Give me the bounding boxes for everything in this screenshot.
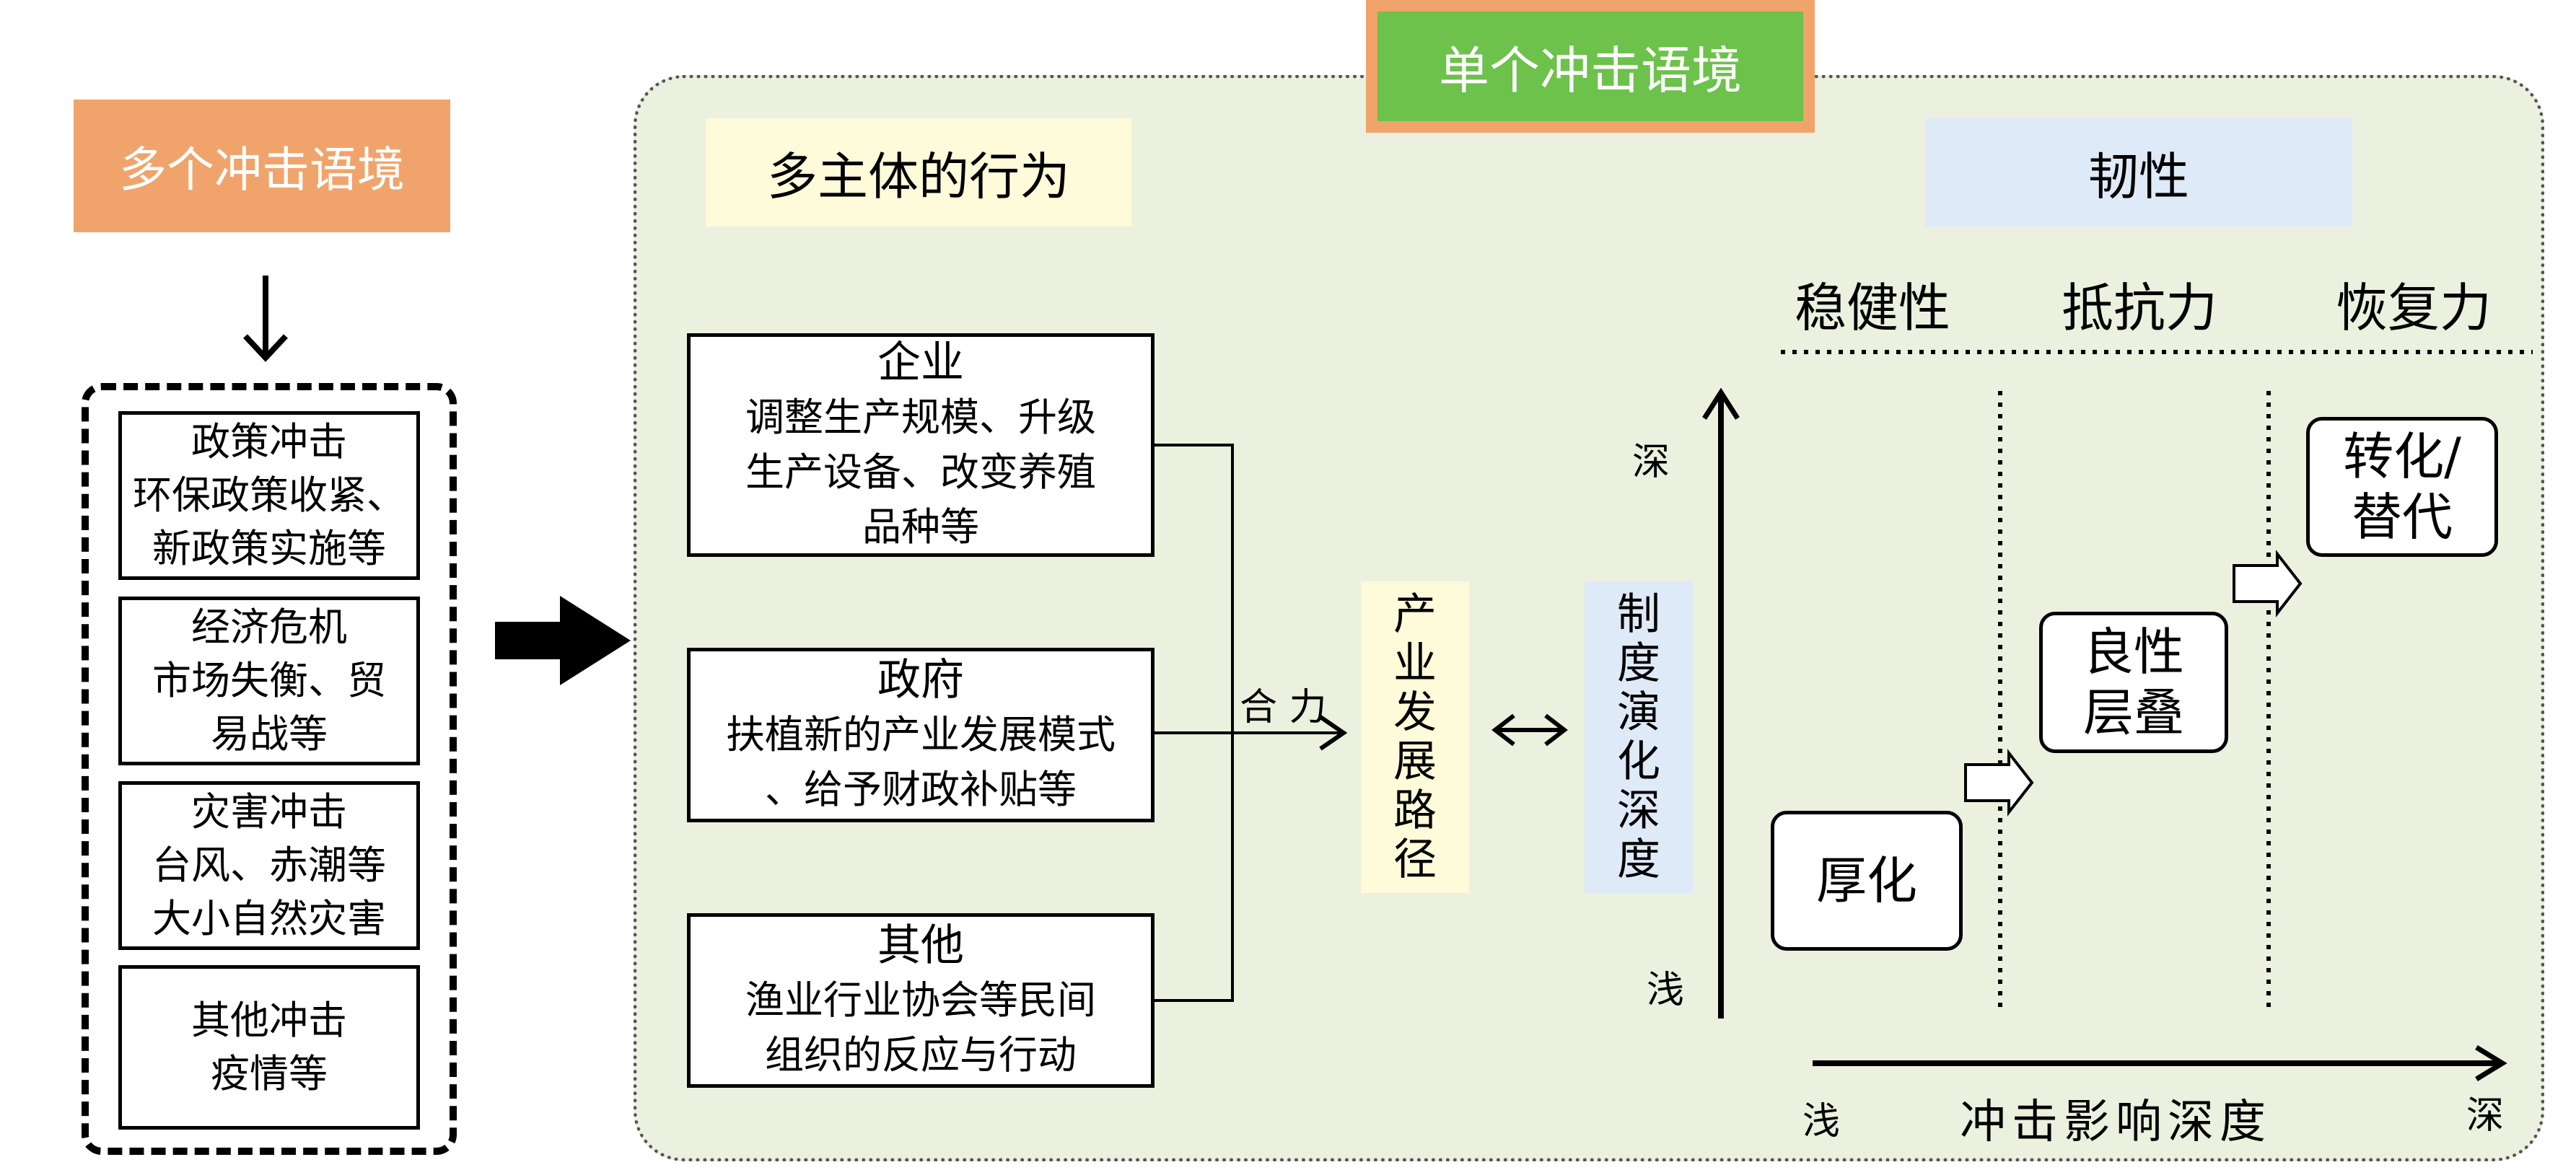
actor-enterprise: 企业 调整生产规模、升级 生产设备、改变养殖 品种等 [687,333,1155,557]
right-block-arrow-icon [495,596,631,685]
institution-depth-char: 度 [1617,638,1660,689]
single-shock-title-text: 单个冲击语境 [1439,40,1742,100]
stage-conversion: 转化/ 替代 [2306,417,2498,557]
actor-government: 政府 扶植新的产业发展模式 、给予财政补贴等 [687,648,1155,822]
shock-policy-title: 政策冲击 [191,419,347,465]
actor-other: 其他 渔业行业协会等民间 组织的反应与行动 [687,913,1155,1088]
actor-government-title: 政府 [877,655,964,705]
institution-depth-char: 演 [1617,687,1660,738]
institution-depth-char: 度 [1617,835,1660,885]
shock-other-title: 其他冲击 [191,998,347,1043]
institution-depth-label: 制 度 演 化 深 度 [1585,581,1693,893]
actor-other-desc-2: 组织的反应与行动 [765,1032,1077,1078]
shock-other: 其他冲击 疫情等 [118,965,420,1130]
shock-policy: 政策冲击 环保政策收紧、 新政策实施等 [118,411,420,580]
stage-conversion-text-1: 转化/ [2343,427,2461,486]
x-axis-arrow [1813,1045,2507,1081]
actor-government-desc-1: 扶植新的产业发展模式 [726,712,1116,757]
industry-path-char: 发 [1393,687,1437,738]
category-robustness: 稳健性 [1794,277,1950,338]
shock-disaster-desc-2: 大小自然灾害 [152,896,386,941]
shock-list-container [82,383,457,1155]
shock-disaster-desc-1: 台风、赤潮等 [152,843,386,888]
actor-enterprise-desc-1: 调整生产规模、升级 [745,395,1096,440]
stage-thickening: 厚化 [1771,811,1963,951]
category-recovery: 恢复力 [2335,277,2492,338]
stage-layering-text-1: 良性 [2083,623,2184,682]
resilience-header: 韧性 [1925,118,2352,226]
x-axis-deep-label: 深 [2466,1094,2505,1138]
bidirectional-arrow-icon [1491,713,1568,747]
institution-depth-char: 化 [1617,736,1660,787]
shock-disaster: 灾害冲击 台风、赤潮等 大小自然灾害 [118,781,420,950]
hollow-arrow-icon [2233,550,2303,617]
shock-other-desc-1: 疫情等 [211,1051,328,1096]
shock-disaster-title: 灾害冲击 [191,789,347,835]
industry-path-char: 产 [1393,589,1437,640]
shock-economic-desc-2: 易战等 [211,711,328,757]
institution-depth-char: 深 [1617,786,1660,836]
actor-other-desc-1: 渔业行业协会等民间 [745,977,1096,1023]
shock-economic-desc-1: 市场失衡、贸 [152,658,386,703]
single-shock-title: 单个冲击语境 [1366,0,1815,133]
industry-path-char: 展 [1393,736,1437,787]
industry-path-char: 业 [1393,638,1437,689]
y-axis-deep-label: 深 [1632,441,1670,484]
actors-header-text: 多主体的行为 [767,146,1070,206]
multi-shock-title-text: 多个冲击语境 [119,142,405,198]
shock-policy-desc-2: 新政策实施等 [152,526,386,571]
industry-path-char: 径 [1393,835,1437,885]
y-axis-arrow [1702,387,1740,1019]
y-axis-shallow-label: 浅 [1647,969,1685,1012]
multi-shock-title: 多个冲击语境 [74,100,450,232]
resultant-force-label: 合 力 [1240,686,1327,729]
actor-enterprise-title: 企业 [877,338,964,388]
category-resistance: 抵抗力 [2061,277,2217,338]
stage-conversion-text-2: 替代 [2352,488,2453,547]
stage-layering-text-2: 层叠 [2083,683,2184,742]
actor-other-title: 其他 [877,920,964,971]
actor-government-desc-2: 、给予财政补贴等 [765,767,1077,812]
industry-path-label: 产 业 发 展 路 径 [1361,581,1469,893]
x-axis-shallow-label: 浅 [1802,1100,1841,1143]
shock-economic-title: 经济危机 [191,604,347,650]
actor-enterprise-desc-3: 品种等 [862,504,979,550]
resilience-header-text: 韧性 [2088,146,2189,206]
industry-path-char: 路 [1393,786,1437,836]
x-axis-title: 冲击影响深度 [1960,1096,2271,1149]
hollow-arrow-icon [1964,749,2034,817]
shock-economic: 经济危机 市场失衡、贸 易战等 [118,597,420,765]
shock-policy-desc-1: 环保政策收紧、 [133,472,406,518]
actors-header: 多主体的行为 [706,118,1131,226]
stage-thickening-text: 厚化 [1816,851,1917,910]
actor-enterprise-desc-2: 生产设备、改变养殖 [745,449,1096,495]
stage-layering: 良性 层叠 [2039,612,2228,753]
actor-bracket-lines [1155,444,1348,1002]
institution-depth-char: 制 [1617,589,1660,640]
down-arrow-icon [243,276,288,362]
